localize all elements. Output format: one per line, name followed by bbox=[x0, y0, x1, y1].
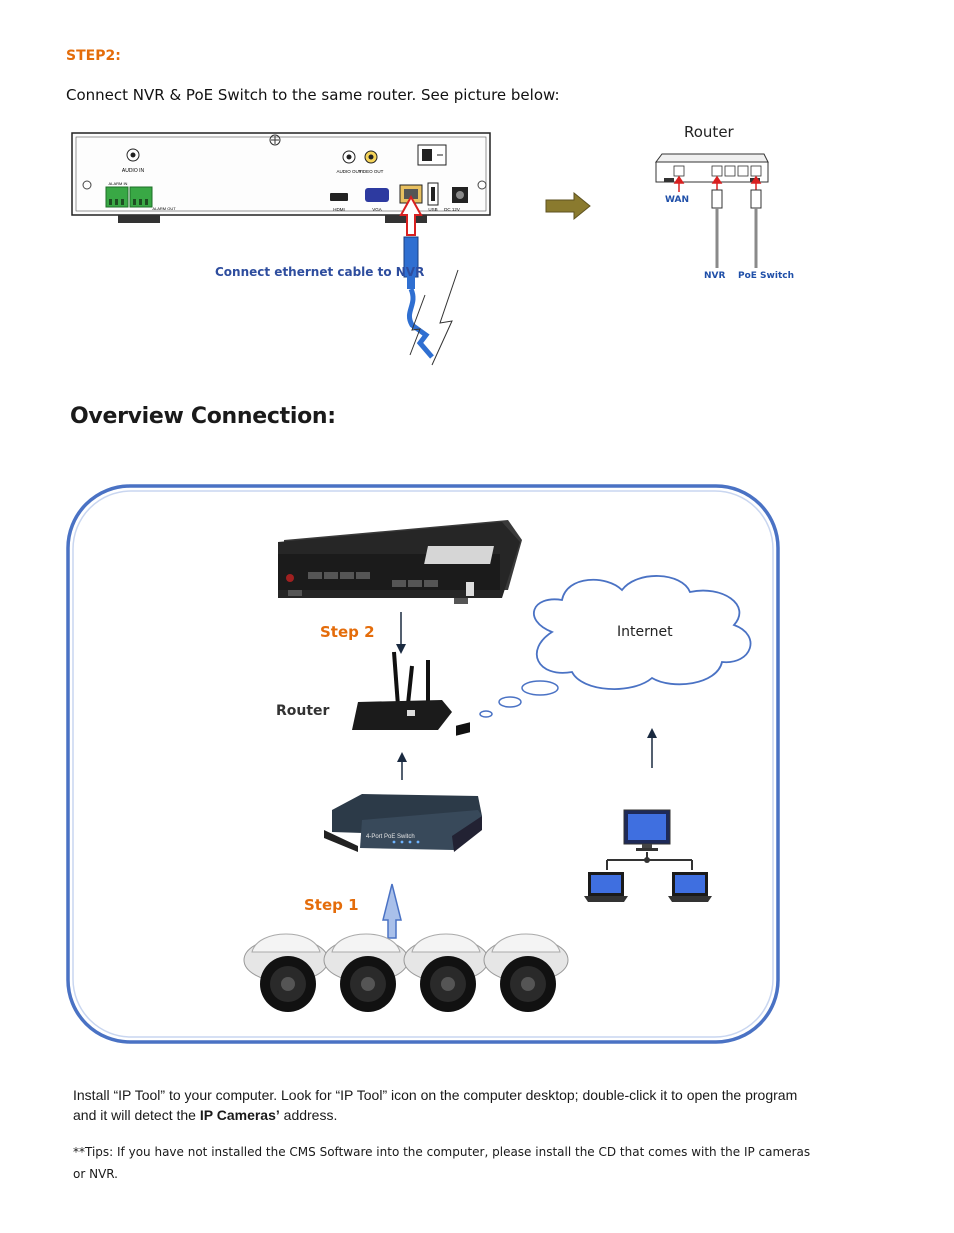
nvr-label: NVR bbox=[704, 271, 726, 281]
router-diagram-label: Router bbox=[276, 703, 330, 719]
overview-connection-diagram: 4-Port PoE Switch bbox=[66, 484, 780, 1044]
poe-switch-device: 4-Port PoE Switch bbox=[324, 722, 482, 852]
step1-diagram-label: Step 1 bbox=[304, 896, 359, 914]
alarm-out-label: ALARM OUT bbox=[152, 206, 176, 211]
arrow-right-icon bbox=[545, 192, 591, 221]
step2-title: STEP2: bbox=[66, 48, 121, 64]
dc-label: DC 12V bbox=[444, 207, 460, 212]
poe-switch-label: PoE Switch bbox=[738, 271, 794, 281]
tips-text: **Tips: If you have not installed the CM… bbox=[73, 1145, 811, 1181]
router-diagram-title: Router bbox=[684, 123, 734, 141]
usb-label: USB bbox=[428, 207, 437, 212]
nvr-back-panel-diagram: AUDIO IN ALARM IN ALARM OUT AUDIO OUT VI… bbox=[71, 132, 491, 366]
audio-in-label: AUDIO IN bbox=[122, 168, 145, 174]
vga-label: VGA bbox=[372, 207, 382, 212]
poe-device-label: 4-Port PoE Switch bbox=[366, 834, 415, 840]
hdmi-label: HDMI bbox=[333, 207, 345, 212]
video-out-label: VIDEO OUT bbox=[359, 169, 384, 174]
internet-cloud bbox=[479, 575, 752, 718]
nvr-device bbox=[278, 520, 522, 604]
dome-camera-row bbox=[243, 933, 569, 1012]
step2-diagram-label: Step 2 bbox=[320, 623, 375, 641]
router-ports-diagram bbox=[655, 153, 769, 268]
internet-label: Internet bbox=[617, 624, 673, 640]
install-instructions: Install “IP Tool” to your computer. Look… bbox=[73, 1085, 813, 1125]
overview-title: Overview Connection: bbox=[70, 404, 336, 429]
cable-caption: Connect ethernet cable to NVR bbox=[215, 265, 425, 279]
install-text-bold: IP Cameras’ bbox=[199, 1107, 280, 1123]
computer-network-icon bbox=[584, 809, 712, 902]
install-text-part2: address. bbox=[279, 1107, 338, 1123]
wan-label: WAN bbox=[665, 195, 690, 205]
install-text-part1: Install “IP Tool” to your computer. Look… bbox=[73, 1087, 798, 1123]
step2-description: Connect NVR & PoE Switch to the same rou… bbox=[66, 86, 560, 104]
alarm-in-label: ALARM IN bbox=[109, 181, 128, 186]
router-device bbox=[352, 651, 452, 730]
audio-out-label: AUDIO OUT bbox=[336, 169, 361, 174]
